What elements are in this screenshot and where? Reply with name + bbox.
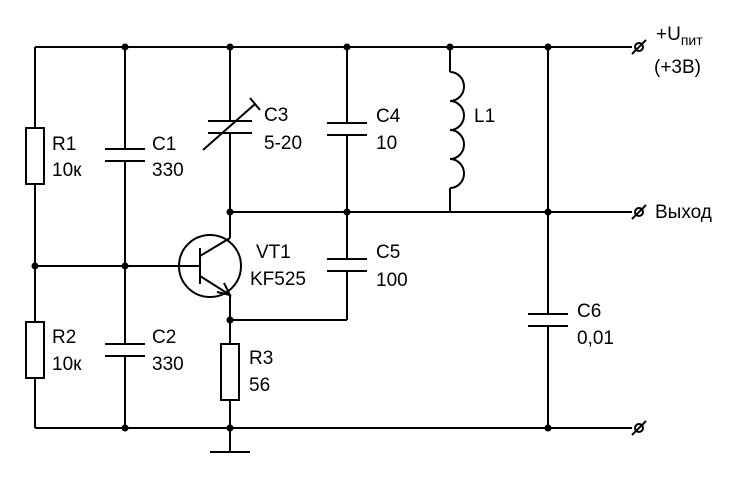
c1-ref: C1 [152, 134, 176, 155]
c6-value: 0,01 [577, 328, 614, 349]
capacitor-c2: C2 330 [105, 327, 184, 375]
transistor-vt1: VT1 KF525 [178, 234, 306, 298]
c4-ref: C4 [376, 106, 401, 127]
c5-value: 100 [376, 270, 408, 291]
resistor-r2: R2 10к [25, 321, 82, 379]
r3-value: 56 [249, 375, 270, 396]
wiring [34, 46, 632, 452]
c6-ref: C6 [577, 301, 601, 322]
l1-ref: L1 [474, 106, 495, 127]
capacitor-c5: C5 100 [327, 242, 408, 291]
output-label: Выход [655, 202, 712, 223]
terminal-supply: +Uпит (+3В) [631, 24, 703, 78]
capacitor-c6: C6 0,01 [528, 301, 614, 349]
c3-ref: C3 [264, 105, 288, 126]
vt1-ref: VT1 [256, 242, 291, 263]
terminal-output: Выход [631, 202, 712, 223]
vt1-value: KF525 [250, 269, 306, 290]
emitter-arrow-icon [216, 282, 232, 297]
r1-ref: R1 [52, 134, 76, 155]
inductor-l1: L1 [446, 71, 495, 189]
capacitor-c1: C1 330 [105, 134, 184, 181]
r1-value: 10к [52, 160, 82, 181]
resistor-r3: R3 56 [220, 343, 273, 401]
r2-ref: R2 [52, 327, 76, 348]
r3-ref: R3 [249, 348, 273, 369]
terminal-ground [631, 420, 647, 436]
junction-dots [31, 43, 552, 432]
resistor-r1: R1 10к [25, 127, 82, 185]
c4-value: 10 [376, 133, 397, 154]
r2-value: 10к [52, 354, 82, 375]
supply-voltage-note: (+3В) [654, 57, 701, 78]
c1-value: 330 [152, 160, 184, 181]
c2-value: 330 [152, 354, 184, 375]
capacitor-c4: C4 10 [327, 106, 401, 154]
supply-label: +Uпит [656, 24, 703, 48]
capacitor-c3-variable: C3 5-20 [202, 97, 302, 154]
c3-value: 5-20 [264, 133, 302, 154]
c5-ref: C5 [376, 242, 400, 263]
c2-ref: C2 [152, 327, 176, 348]
trimmer-arrow-icon [202, 103, 256, 151]
